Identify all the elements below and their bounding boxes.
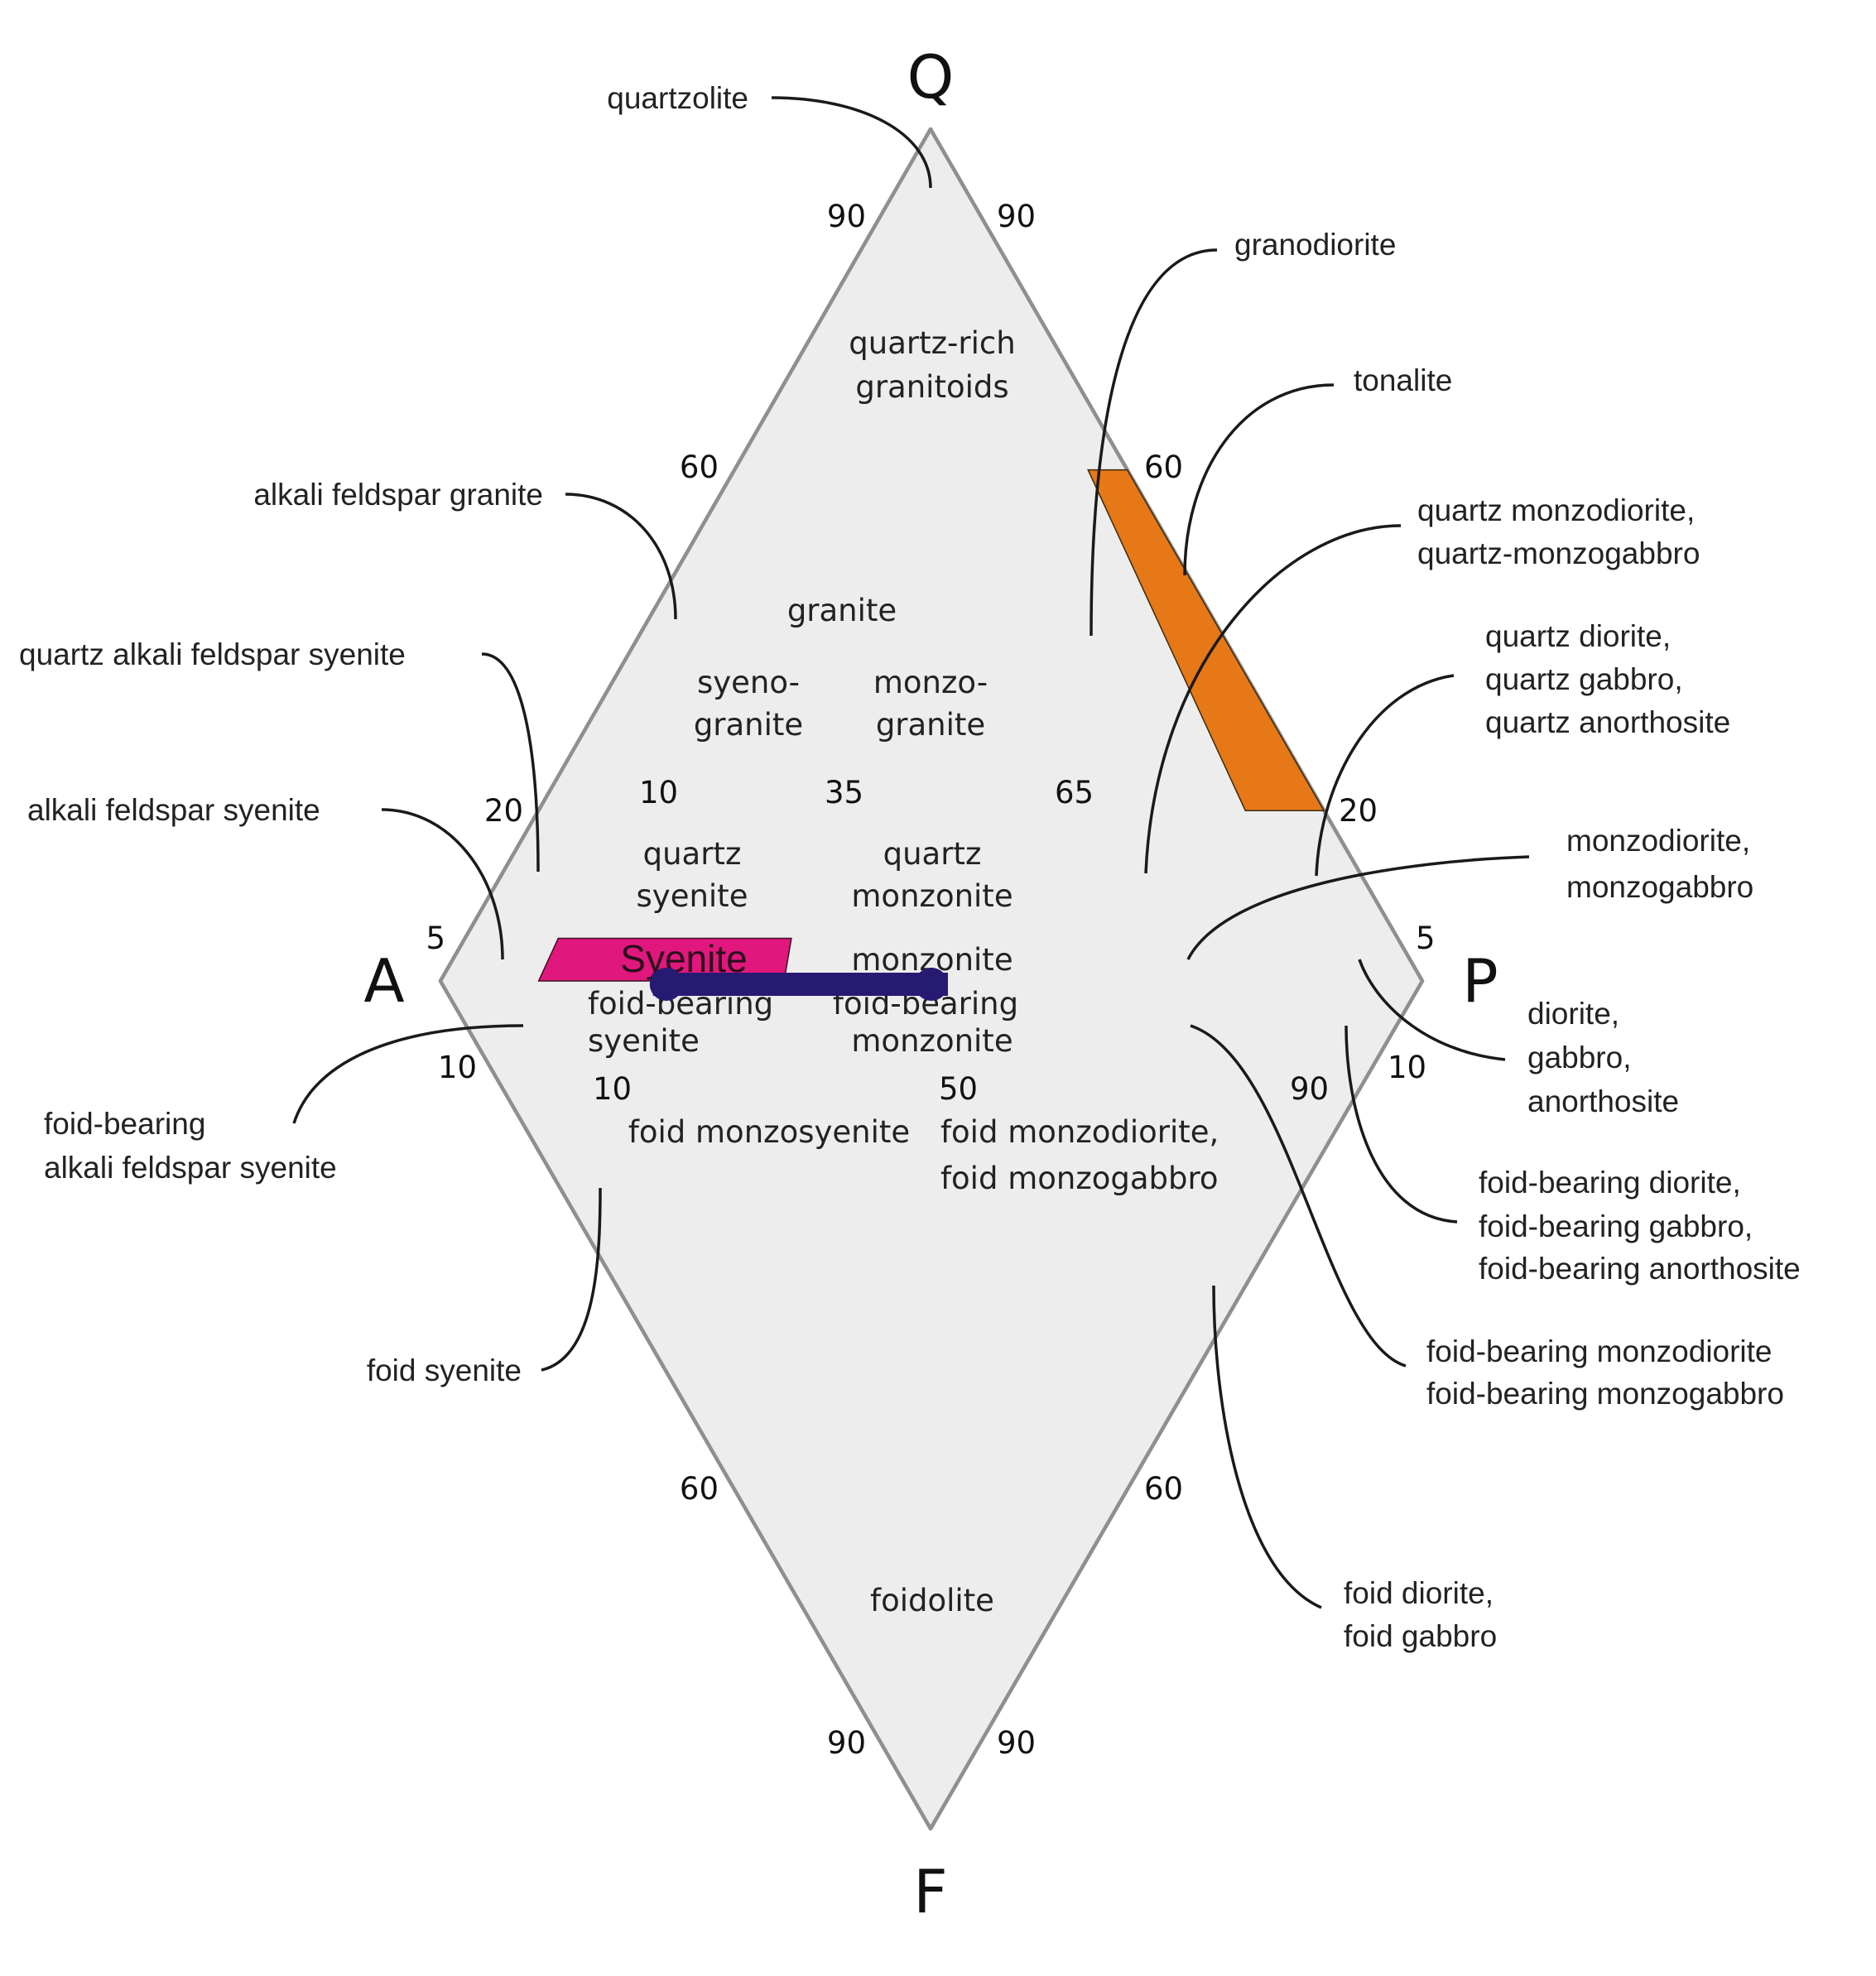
apex-p-label: P (1462, 946, 1498, 1016)
field-quartz-syenite-line1: quartz (643, 836, 742, 872)
callout-granodiorite: granodiorite (1234, 228, 1396, 262)
callout-tonalite: tonalite (1354, 363, 1452, 397)
tonalite-highlight (1087, 469, 1325, 811)
leader-monzodiorite (1186, 855, 1530, 960)
field-foid-monzodiorite-line1: foid monzodiorite, (940, 1114, 1219, 1150)
leader-quartz-alkali-feldspar-syenite (481, 652, 540, 873)
field-quartz-monzonite-line2: monzonite (851, 878, 1013, 914)
leader-quartz-monzodiorite (1144, 524, 1402, 874)
callout-foid-diorite-line2: foid gabbro (1344, 1619, 1497, 1653)
callout-foid-bearing-alkali-feldspar-syenite-line1: foid-bearing (44, 1107, 205, 1141)
tick-lower-r90: 90 (1290, 1071, 1329, 1107)
field-foid-bearing-monzonite-line2: monzonite (851, 1023, 1013, 1059)
leader-granodiorite (1090, 248, 1218, 637)
field-quartz-rich-granitoids-line1: quartz-rich (849, 325, 1015, 361)
field-monzogranite-line2: granite (876, 707, 985, 743)
callout-foid-bearing-monzodiorite-line2: foid-bearing monzogabbro (1426, 1377, 1784, 1411)
leader-alkali-feldspar-syenite (381, 808, 504, 960)
callout-diorite-line2: gabbro, (1527, 1041, 1632, 1075)
callout-quartz-diorite-line2: quartz gabbro, (1485, 662, 1683, 696)
callout-foid-bearing-diorite-line3: foid-bearing anorthosite (1479, 1252, 1801, 1286)
callout-quartz-monzodiorite-line1: quartz monzodiorite, (1417, 493, 1695, 527)
field-foid-bearing-syenite-line2: syenite (588, 1023, 700, 1059)
callout-labels: quartzolite alkali feldspar granite quar… (19, 81, 1801, 1653)
tick-f60-left: 60 (680, 1471, 719, 1507)
field-foid-monzodiorite-line2: foid monzogabbro (940, 1161, 1219, 1196)
tick-f10-right: 10 (1388, 1050, 1426, 1085)
leader-foid-bearing-alkali-feldspar-syenite (292, 1024, 524, 1124)
field-monzogranite-line1: monzo- (873, 665, 988, 700)
callout-foid-syenite: foid syenite (367, 1353, 522, 1387)
field-syenogranite-line2: granite (694, 707, 803, 743)
range-bar-end-handle (915, 968, 948, 1001)
leader-foid-bearing-diorite (1344, 1025, 1458, 1224)
leader-alkali-feldspar-granite (565, 493, 677, 620)
diagram-highlights (537, 469, 1325, 982)
tick-q20-left: 20 (484, 793, 523, 829)
callout-quartzolite: quartzolite (607, 81, 748, 115)
leader-diorite (1358, 959, 1506, 1061)
leader-foid-bearing-monzodiorite (1190, 1024, 1407, 1368)
callout-foid-bearing-monzodiorite-line1: foid-bearing monzodiorite (1426, 1334, 1773, 1368)
tick-f90-right: 90 (997, 1725, 1036, 1761)
field-foidolite: foidolite (870, 1583, 994, 1618)
tick-upper-r10: 10 (639, 775, 678, 810)
field-labels: quartz-rich granitoids granite syeno- gr… (588, 325, 1219, 1618)
tick-lower-r50: 50 (939, 1071, 978, 1107)
callout-diorite-line1: diorite, (1527, 997, 1619, 1031)
tick-upper-r65: 65 (1055, 775, 1094, 810)
range-bar-group (649, 968, 948, 1001)
tick-f10-left: 10 (438, 1050, 477, 1085)
leader-foid-syenite (541, 1187, 602, 1372)
field-quartz-rich-granitoids-line2: granitoids (855, 369, 1008, 405)
apex-a-label: A (363, 946, 404, 1016)
field-granite: granite (787, 593, 897, 628)
field-quartz-syenite-line2: syenite (637, 878, 748, 914)
callout-foid-bearing-diorite-line1: foid-bearing diorite, (1479, 1166, 1741, 1200)
tick-upper-r35: 35 (825, 775, 863, 810)
tick-q60-right: 60 (1144, 450, 1183, 485)
apex-q-label: Q (907, 42, 955, 112)
callout-monzodiorite-line2: monzogabbro (1566, 870, 1753, 904)
callout-leaders (292, 96, 1530, 1609)
field-syenogranite-line1: syeno- (697, 665, 800, 700)
callout-quartz-alkali-feldspar-syenite: quartz alkali feldspar syenite (19, 637, 406, 671)
tick-q20-right: 20 (1339, 793, 1378, 829)
callout-foid-bearing-diorite-line2: foid-bearing gabbro, (1479, 1209, 1753, 1243)
apex-f-label: F (913, 1857, 947, 1926)
range-bar (652, 973, 948, 996)
tick-f90-left: 90 (827, 1725, 866, 1761)
tick-f60-right: 60 (1144, 1471, 1183, 1507)
field-quartz-monzonite-line1: quartz (883, 836, 982, 872)
tick-lower-r10: 10 (593, 1071, 632, 1107)
callout-foid-bearing-alkali-feldspar-syenite-line2: alkali feldspar syenite (44, 1151, 337, 1185)
callout-quartz-diorite-line1: quartz diorite, (1485, 619, 1671, 653)
field-foid-monzosyenite: foid monzosyenite (628, 1114, 910, 1150)
callout-alkali-feldspar-syenite: alkali feldspar syenite (27, 793, 320, 827)
callout-foid-diorite-line1: foid diorite, (1344, 1576, 1494, 1610)
range-bar-start-handle (649, 968, 683, 1001)
tick-q5-right: 5 (1416, 921, 1436, 956)
tick-q90-left: 90 (827, 199, 866, 234)
callout-diorite-line3: anorthosite (1527, 1084, 1679, 1118)
tick-q5-left: 5 (426, 921, 445, 956)
callout-quartz-monzodiorite-line2: quartz-monzogabbro (1417, 536, 1700, 570)
leader-quartzolite (771, 96, 932, 189)
leader-tonalite (1183, 383, 1335, 576)
callout-alkali-feldspar-granite: alkali feldspar granite (253, 478, 543, 512)
leader-foid-diorite (1212, 1285, 1322, 1609)
tick-q90-right: 90 (997, 199, 1036, 234)
callout-monzodiorite-line1: monzodiorite, (1566, 824, 1750, 858)
tick-q60-left: 60 (680, 450, 719, 485)
leader-quartz-diorite (1315, 674, 1455, 877)
callout-quartz-diorite-line3: quartz anorthosite (1485, 705, 1730, 739)
